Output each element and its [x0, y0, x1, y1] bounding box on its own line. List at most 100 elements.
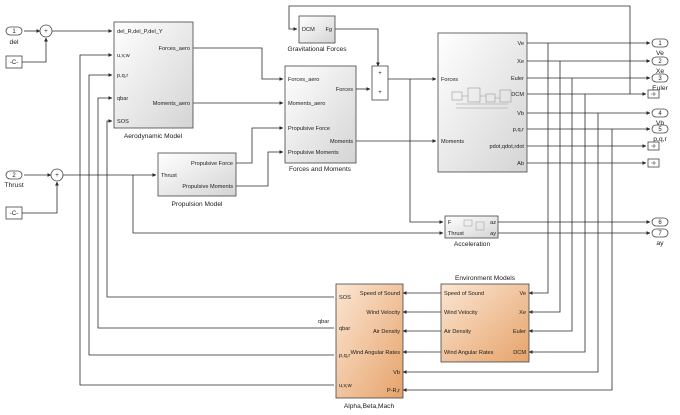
inport-thrust-number: 2: [12, 173, 16, 179]
outport-ve-label: Ve: [656, 50, 664, 57]
abm-out-sos: SOS: [339, 295, 351, 301]
acceleration-schematic-icon: [463, 219, 485, 231]
abm-out-uvw: u,v,w: [339, 383, 353, 389]
aero-title: Aerodynamic Model: [124, 133, 183, 140]
inport-thrust[interactable]: 2 Thrust: [4, 170, 24, 189]
eom-out-dcm: DCM: [511, 92, 524, 98]
prop-out-force: Propulsive Force: [191, 161, 233, 167]
aero-in-uvw: u,v,w: [117, 53, 131, 59]
eom-schematic-icon: [451, 87, 512, 109]
fm-out-moments: Moments: [330, 139, 353, 145]
eom-out-pqr: p,q,r: [513, 127, 524, 133]
prop-out-moments: Propulsive Moments: [182, 184, 233, 190]
inport-thrust-label: Thrust: [4, 182, 23, 189]
accel-in-f: F: [448, 220, 452, 226]
sum-block-2[interactable]: +: [50, 168, 64, 182]
outport-ay[interactable]: 7 ay: [651, 228, 669, 247]
acceleration-block[interactable]: F Thrust az ay Acceleration: [444, 215, 499, 248]
eom-in-moments: Moments: [441, 139, 464, 145]
abm-in-vb: Vb: [393, 370, 400, 376]
env-port-dcm: DCM: [513, 350, 526, 356]
eom-out-ve: Ve: [517, 41, 524, 47]
env-title: Environment Models: [455, 275, 516, 282]
eom-out-xe: Xe: [517, 59, 524, 65]
outport-xe-label: Xe: [656, 68, 665, 75]
terminator-dcm[interactable]: [647, 89, 660, 99]
constant-block-2[interactable]: -C-: [5, 206, 23, 220]
outport-euler[interactable]: 3 Euler: [651, 73, 669, 92]
outport-euler-label: Euler: [652, 85, 669, 92]
inport-del[interactable]: 1 del: [5, 26, 23, 46]
accel-out-az: az: [490, 220, 496, 226]
abm-out-pqr: p,q,r: [339, 353, 350, 359]
svg-text:+: +: [44, 29, 48, 35]
aero-in-sos: SOS: [117, 119, 129, 125]
env-in-air-density: Air Density: [444, 329, 471, 335]
grav-in-dcm: DCM: [302, 27, 315, 33]
sum-block-1[interactable]: +: [39, 24, 53, 38]
propulsion-model-block[interactable]: Thrust Propulsive Force Propulsive Momen…: [157, 152, 237, 208]
eom-in-forces: Forces: [441, 77, 458, 83]
aero-in-pqr: p,q,r: [117, 73, 128, 79]
terminator-ab[interactable]: [647, 158, 660, 168]
svg-text:3: 3: [658, 76, 662, 82]
constant-2-value: -C-: [10, 211, 18, 217]
aero-in-del: del_R,del_P,del_Y: [117, 29, 163, 35]
prop-in-thrust: Thrust: [161, 173, 177, 179]
accel-title: Acceleration: [454, 241, 491, 248]
outport-ay-label: ay: [656, 240, 664, 247]
abm-in-pqr: P-R,r: [387, 388, 400, 394]
signal-lines: [22, 5, 651, 392]
svg-text:7: 7: [658, 231, 662, 237]
svg-text:+: +: [55, 173, 59, 179]
svg-text:6: 6: [658, 220, 662, 226]
prop-title: Propulsion Model: [172, 201, 223, 208]
env-port-euler: Euler: [513, 329, 526, 335]
fm-in-prop-moments: Propulsive Moments: [288, 150, 339, 156]
fm-title: Forces and Moments: [289, 166, 352, 173]
svg-text:1: 1: [658, 41, 662, 47]
eom-out-vb: Vb: [517, 111, 524, 117]
env-in-sos: Speed of Sound: [444, 291, 484, 297]
fm-in-moments-aero: Moments_aero: [288, 101, 325, 107]
fm-out-forces: Forces: [336, 87, 353, 93]
forces-and-moments-block[interactable]: Forces_aero Moments_aero Propulsive Forc…: [284, 65, 357, 173]
accel-out-ay: ay: [490, 231, 496, 237]
environment-models-block[interactable]: Environment Models Speed of Sound Wind V…: [440, 275, 530, 363]
fm-in-forces-aero: Forces_aero: [288, 77, 319, 83]
abm-in-sos: Speed of Sound: [360, 291, 400, 297]
outport-pqr-label: p,q,r: [653, 136, 667, 143]
svg-text:5: 5: [658, 127, 662, 133]
force-sum-block[interactable]: + +: [371, 65, 389, 101]
abm-in-wind-velocity: Wind Velocity: [366, 310, 400, 316]
outport-xe[interactable]: 2 Xe: [651, 56, 669, 75]
gravitational-forces-block[interactable]: DCM Fg Gravitational Forces: [288, 15, 348, 53]
svg-text:+: +: [378, 90, 382, 96]
abm-out-qbar: qbar: [339, 326, 350, 332]
grav-title: Gravitational Forces: [288, 46, 348, 53]
svg-text:+: +: [378, 71, 382, 77]
aerodynamic-model-block[interactable]: del_R,del_P,del_Y u,v,w p,q,r qbar SOS F…: [113, 21, 194, 140]
inport-del-number: 1: [12, 29, 16, 35]
equations-of-motion-block[interactable]: Forces Moments Ve Xe Euler DCM Vb p,q,r …: [437, 32, 528, 173]
outport-vb[interactable]: 4 Vb: [651, 108, 669, 127]
qbar-signal-label: qbar: [318, 319, 329, 325]
abm-title: Alpha,Beta,Mach: [344, 403, 395, 410]
alpha-beta-mach-block[interactable]: Speed of Sound Wind Velocity Air Density…: [335, 283, 404, 410]
constant-block-1[interactable]: -C-: [5, 55, 23, 69]
svg-text:2: 2: [658, 59, 662, 65]
eom-out-euler: Euler: [511, 76, 524, 82]
outport-vb-label: Vb: [656, 120, 665, 127]
env-in-wind-velocity: Wind Velocity: [444, 310, 478, 316]
outport-ve[interactable]: 1 Ve: [651, 38, 669, 57]
aero-in-qbar: qbar: [117, 96, 128, 102]
aero-out-moments: Moments_aero: [153, 101, 190, 107]
grav-out-fg: Fg: [325, 27, 332, 33]
abm-in-wind-angular: Wind Angular Rates: [351, 350, 401, 356]
env-in-wind-angular: Wind Angular Rates: [444, 350, 494, 356]
terminator-pqrdot[interactable]: [647, 141, 660, 151]
accel-in-thrust: Thrust: [448, 231, 464, 237]
outport-pqr[interactable]: 5 p,q,r: [651, 124, 669, 143]
abm-in-air-density: Air Density: [373, 329, 400, 335]
